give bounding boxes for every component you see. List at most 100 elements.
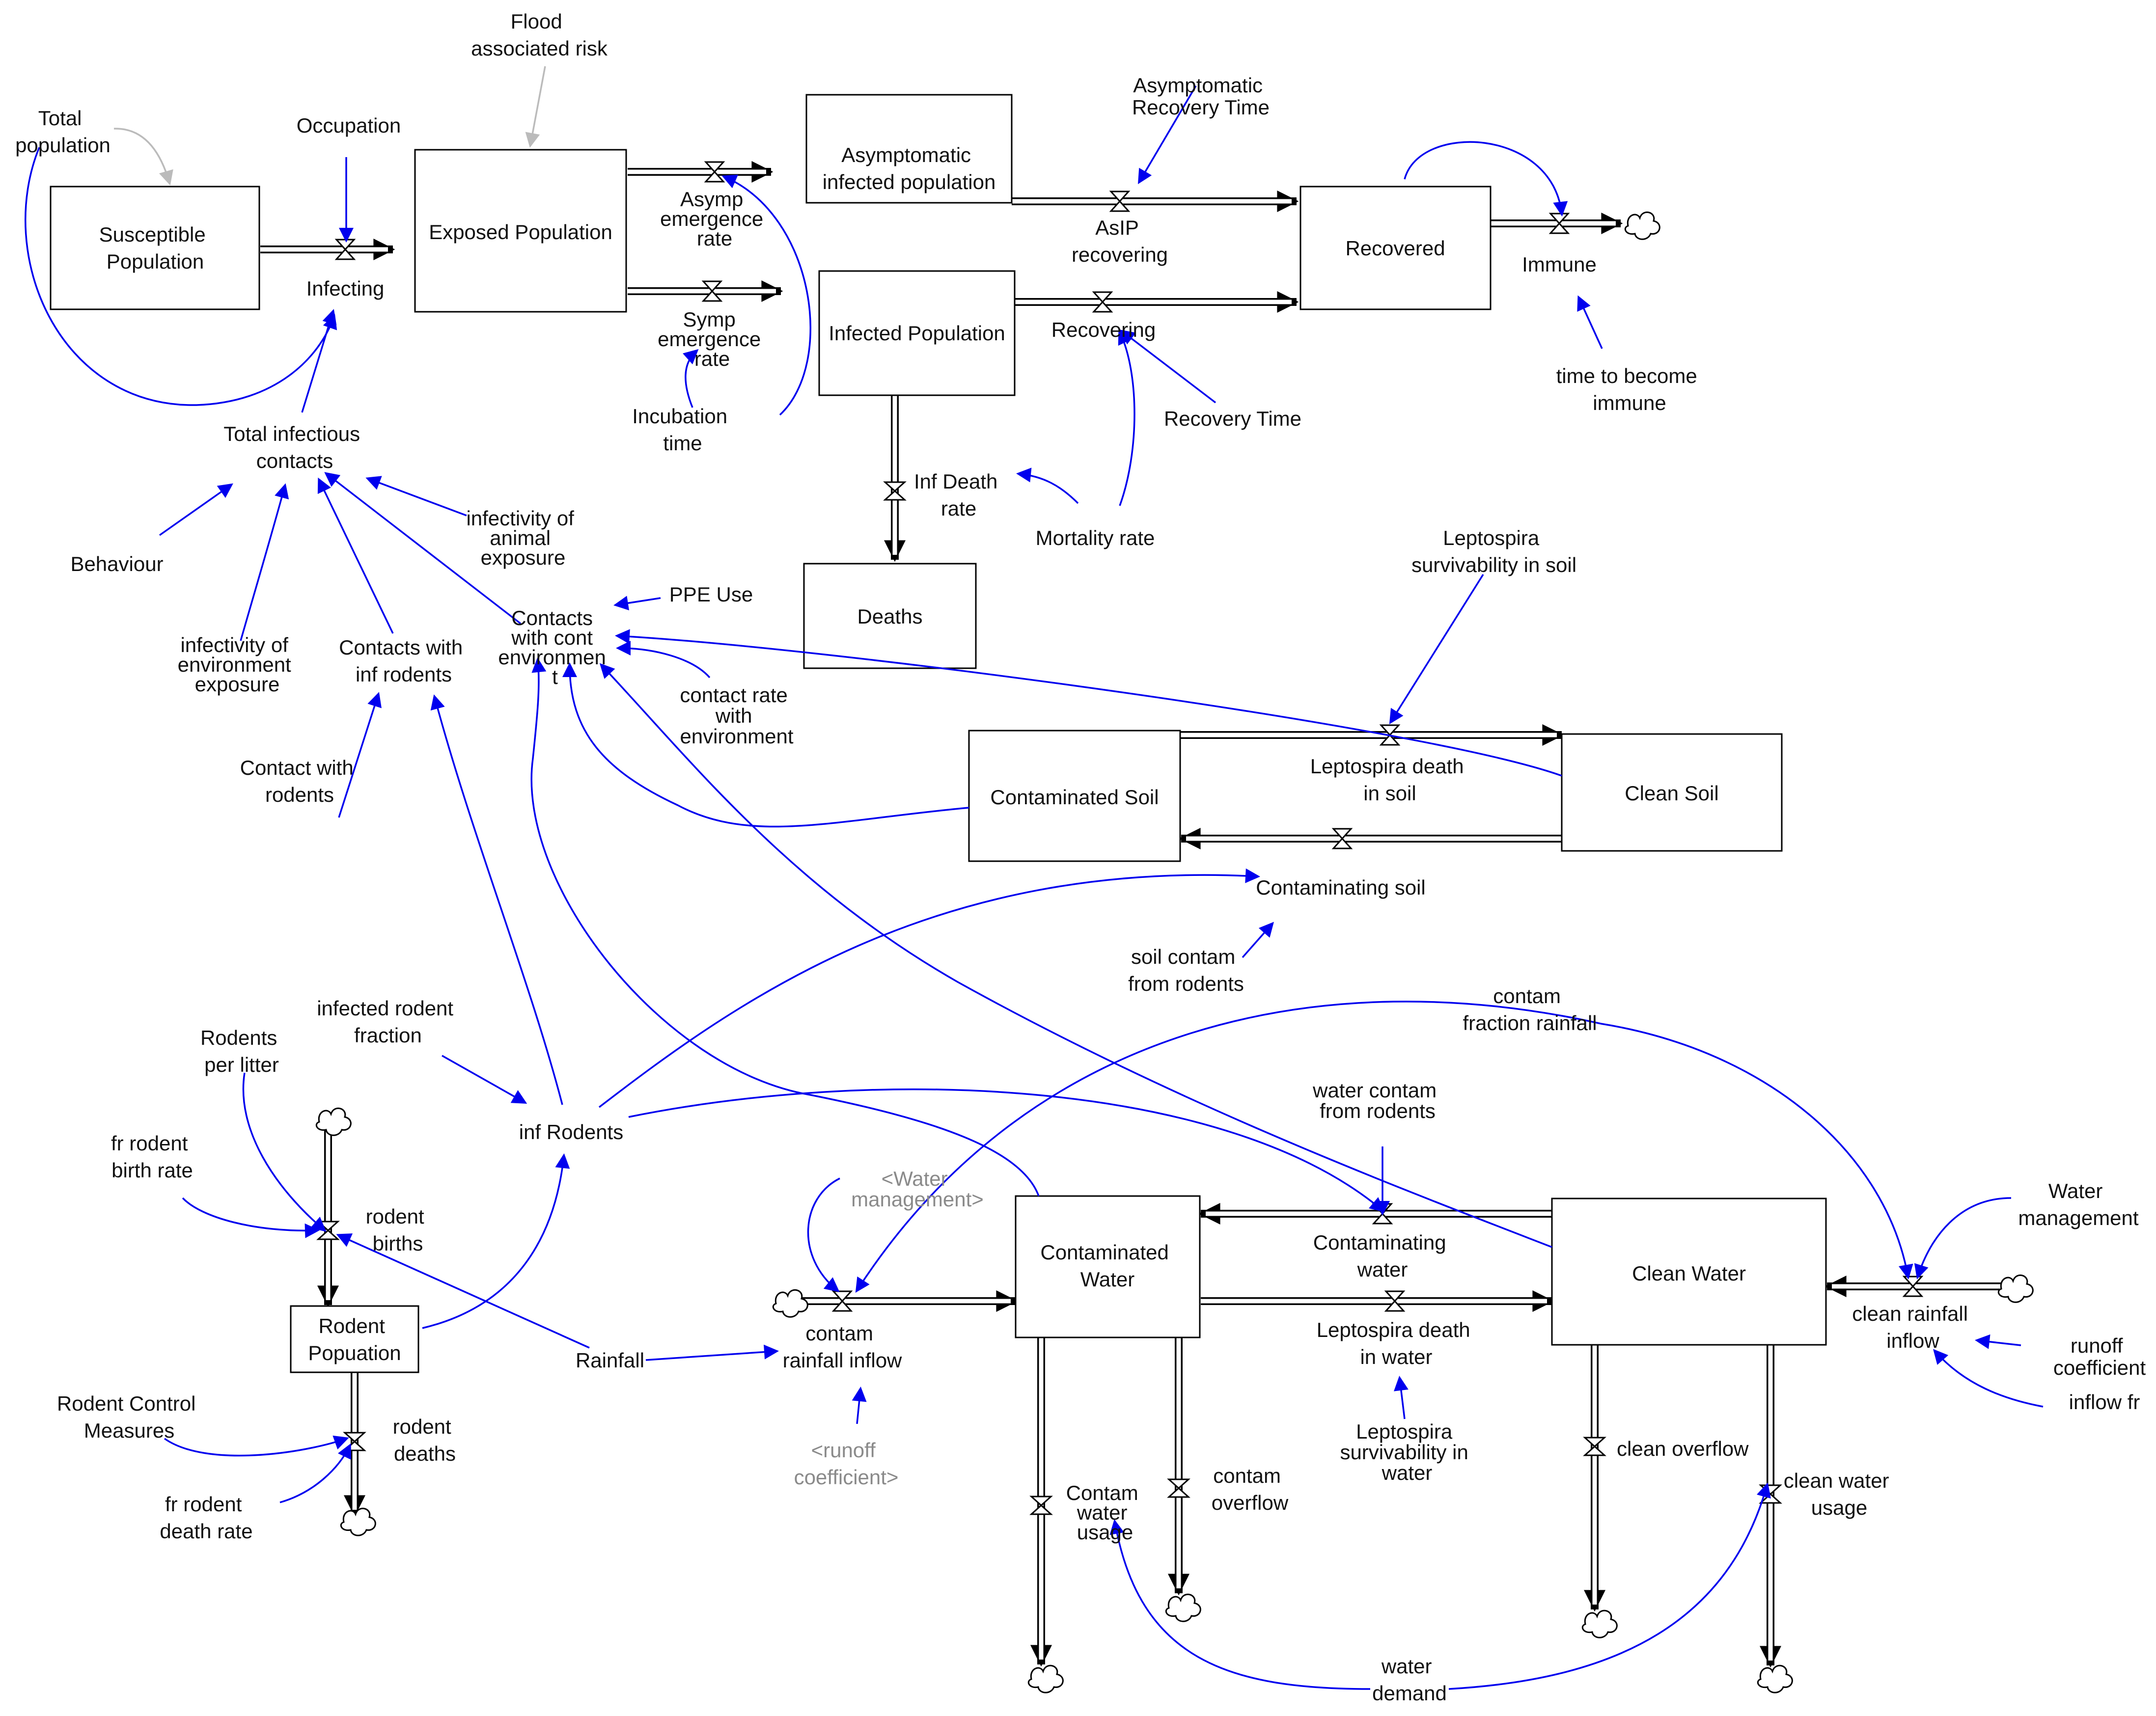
stock-label: Infected Population	[829, 322, 1005, 345]
var-contact-with-rodents: Contact with rodents	[240, 756, 359, 806]
labels: Susceptible Population Exposed Populatio…	[15, 10, 2146, 1705]
link	[599, 663, 1552, 1248]
link	[807, 1177, 840, 1292]
stock-clean-water[interactable]	[1551, 1198, 1827, 1346]
link	[164, 1435, 349, 1457]
stock-asymptomatic-infected-population[interactable]	[805, 94, 1013, 204]
link-gray	[113, 128, 173, 186]
link	[598, 868, 1260, 1108]
var-incubation-time: Incubation time	[632, 405, 733, 455]
var-total-infectious-contacts: Total infectious contacts	[223, 422, 366, 472]
link	[1137, 85, 1197, 185]
var-runoff-coefficient: runoff coefficient	[2053, 1334, 2146, 1379]
stock-infected-population[interactable]	[818, 270, 1016, 396]
link	[562, 662, 969, 828]
valve-icon	[1331, 828, 1353, 849]
flow-label: contam rainfall inflow	[783, 1322, 902, 1372]
flow-label: clean overflow	[1617, 1437, 1749, 1460]
flow-label: rodent births	[366, 1205, 430, 1255]
cloud-icon	[1624, 211, 1660, 240]
valve-icon	[1583, 1437, 1606, 1456]
var-asymptomatic-recovery-time: Asymptomatic Recovery Time	[1132, 74, 1270, 119]
var-contact-rate-with-environment: contact rate with environment	[680, 683, 793, 748]
flow-label: Asymp emergence rate	[660, 188, 769, 250]
var-time-to-become-immune: time to become immune	[1556, 364, 1703, 414]
stock-exposed-population[interactable]	[414, 149, 627, 313]
link	[324, 472, 522, 625]
valve-icon	[701, 280, 723, 302]
cloud-icon	[1997, 1274, 2034, 1303]
link	[721, 174, 811, 416]
var-water-management-shadow: <Water management>	[851, 1167, 984, 1211]
stock-label: Clean Soil	[1625, 782, 1718, 805]
stock-label: Contaminated Soil	[990, 786, 1159, 809]
link	[240, 483, 289, 641]
link	[279, 1443, 351, 1503]
cloud-icon	[315, 1107, 352, 1136]
stock-clean-soil[interactable]	[1561, 733, 1783, 852]
link-gray	[525, 66, 546, 148]
var-infectivity-animal-exposure: infectivity of animal exposure	[466, 507, 580, 569]
var-water-contam-from-rodents: water contam from rodents	[1312, 1079, 1442, 1122]
link	[159, 483, 233, 536]
stock-label: Recovered	[1345, 237, 1445, 260]
var-infectivity-environment-exposure: infectivity of environment exposure	[178, 633, 297, 696]
flow-label: clean water usage	[1784, 1469, 1895, 1519]
stock-label: Asymptomatic infected population	[823, 143, 996, 193]
link	[1914, 1197, 2012, 1280]
link	[1242, 922, 1274, 958]
flow-label: Inf Death rate	[914, 470, 1003, 520]
stock-rodent-population[interactable]	[290, 1305, 419, 1373]
valve-icon	[704, 161, 725, 183]
stock-label: Deaths	[857, 605, 922, 628]
link	[336, 1233, 590, 1349]
stock-contaminated-soil[interactable]	[968, 730, 1181, 862]
link	[616, 641, 711, 679]
link	[683, 349, 699, 408]
link	[628, 1088, 1385, 1212]
var-fr-rodent-death-rate: fr rodent death rate	[160, 1493, 252, 1543]
valve-icon	[316, 1221, 340, 1240]
var-inf-rodents: inf Rodents	[519, 1120, 623, 1144]
link	[613, 596, 661, 611]
link	[317, 477, 394, 634]
link	[1404, 141, 1568, 217]
stock-recovered[interactable]	[1299, 186, 1492, 310]
valve-icon	[831, 1290, 853, 1312]
stock-contaminated-water[interactable]	[1015, 1195, 1201, 1338]
link	[242, 1072, 327, 1232]
link	[1601, 1023, 1913, 1280]
flow-label: Symp emergence rate	[658, 308, 767, 370]
var-soil-contam-from-rodents: soil contam from rodents	[1128, 945, 1244, 995]
link	[1109, 1519, 1371, 1690]
var-flood-risk: Flood associated risk	[471, 10, 608, 60]
stocks	[50, 94, 1827, 1373]
var-inflow-fr: inflow fr	[2069, 1390, 2140, 1414]
link	[301, 309, 337, 413]
flow-label: rodent deaths	[393, 1415, 457, 1465]
link	[855, 1001, 1602, 1293]
stock-susceptible-population[interactable]	[50, 186, 260, 310]
link	[1975, 1334, 2021, 1349]
var-ppe-use: PPE Use	[669, 583, 753, 606]
var-contacts-with-cont-environment: Contacts with cont environmen t	[498, 606, 611, 688]
link	[1389, 574, 1484, 725]
valve-icon	[883, 481, 907, 501]
valve-icon	[1029, 1496, 1053, 1515]
cloud-icon	[1757, 1664, 1793, 1693]
flow-label: contam overflow	[1212, 1464, 1289, 1514]
stock-label: Exposed Population	[429, 220, 612, 244]
var-rodent-control-measures: Rodent Control Measures	[57, 1392, 201, 1442]
flow-label: Leptospira death in soil	[1310, 755, 1470, 805]
var-leptospira-survivability-water: Leptospira survivability in water	[1340, 1420, 1474, 1484]
link	[25, 147, 337, 406]
stock-deaths[interactable]	[803, 563, 977, 669]
var-behaviour: Behaviour	[70, 552, 163, 575]
link	[1120, 329, 1216, 404]
link	[1118, 329, 1135, 506]
flow-label: Immune	[1522, 253, 1597, 276]
var-rodents-per-litter: Rodents per litter	[200, 1026, 283, 1076]
var-occupation: Occupation	[297, 114, 401, 137]
flow-label: Leptospira death in water	[1317, 1318, 1476, 1368]
